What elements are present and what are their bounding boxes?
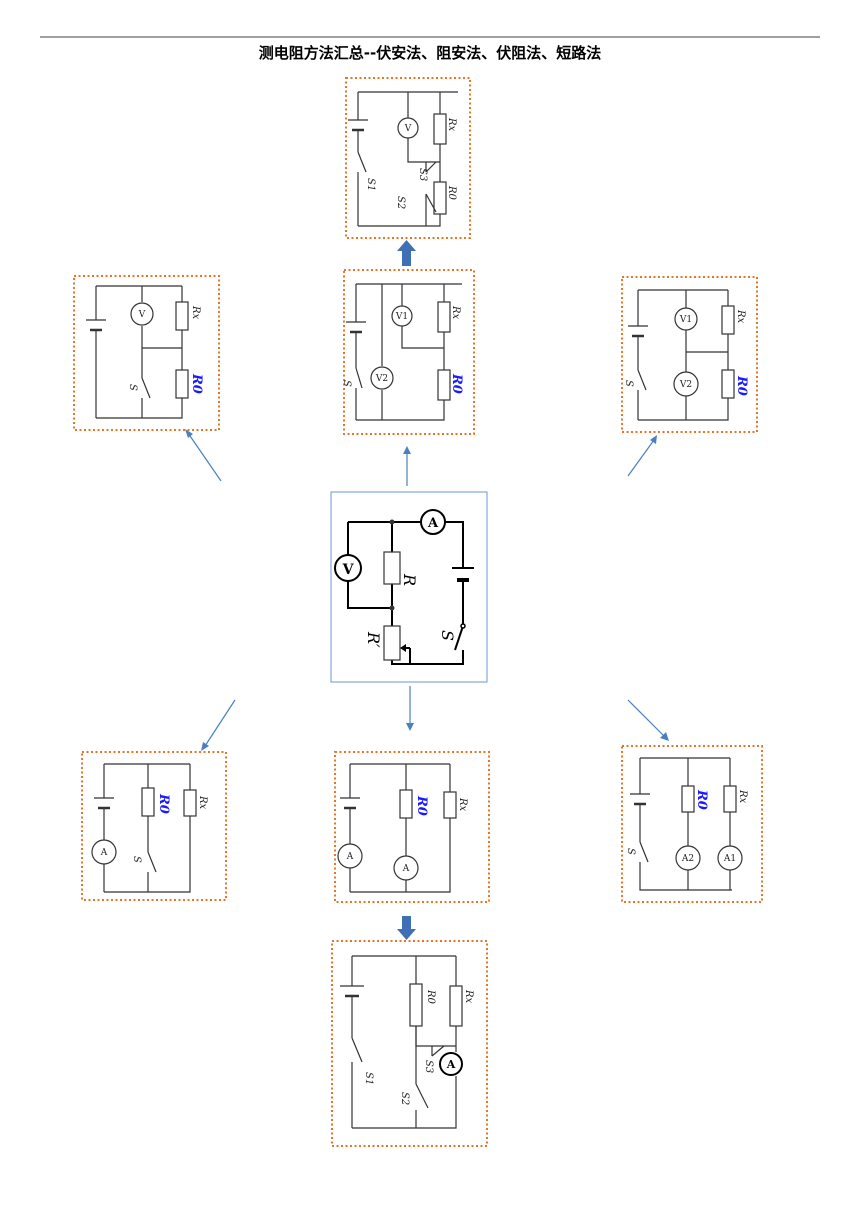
ll-a-label: A — [100, 848, 108, 858]
ur-s-label: S — [623, 380, 634, 387]
ur-v1-label: V1 — [679, 315, 692, 325]
ll-s-label: S — [131, 856, 142, 863]
um-rx-label: Rx — [450, 305, 461, 320]
bottom-s2-label: S2 — [399, 1092, 410, 1105]
ur-rx-label: Rx — [735, 309, 746, 324]
top-r0-label: R0 — [446, 185, 457, 201]
um-r0-label: R0 — [449, 373, 464, 394]
um-v1-label: V1 — [395, 312, 408, 322]
top-rx-label: Rx — [446, 117, 457, 132]
frame-lower-left — [81, 751, 227, 901]
center-r-label: R — [400, 573, 419, 586]
frame-upper-middle — [343, 269, 475, 435]
lr-r0-label: R0 — [694, 789, 709, 810]
connector-arrows — [185, 429, 669, 751]
frame-bottom — [331, 940, 488, 1147]
circuit-lower-middle-two-ammeters: A A R0 Rx — [334, 751, 490, 903]
circuit-lower-left-ammeter-switch: A R0 Rx S — [81, 751, 227, 901]
fat-arrow-down — [397, 916, 416, 940]
center-s-label: S — [438, 630, 457, 641]
circuit-center-voltammetry: A V R R′ S — [330, 491, 488, 683]
ul-v-label: V — [138, 310, 146, 320]
ul-r0-label: R0 — [189, 373, 204, 394]
lm-r0-label: R0 — [414, 795, 429, 816]
center-rprime-label: R′ — [364, 631, 383, 648]
top-s3-label: S3 — [417, 168, 428, 181]
lr-a2-label: A2 — [681, 854, 694, 864]
frame-top — [345, 77, 471, 239]
lm-a-left-label: A — [346, 852, 354, 862]
top-s2-label: S2 — [395, 196, 406, 209]
ll-r0-label: R0 — [156, 793, 171, 814]
center-frame — [330, 491, 488, 683]
lr-a1-label: A1 — [723, 854, 736, 864]
um-v2-label: V2 — [375, 374, 388, 384]
lr-s-label: S — [625, 848, 636, 855]
center-voltmeter-label: V — [342, 562, 355, 578]
circuit-upper-left-voltmeter-switch: V Rx R0 S — [73, 275, 220, 431]
lm-a-right-label: A — [402, 864, 410, 874]
circuit-upper-right-two-voltmeters: V1 V2 Rx R0 S — [621, 276, 758, 433]
frame-upper-right — [621, 276, 758, 433]
frame-lower-middle — [334, 751, 490, 903]
top-s1-label: S1 — [365, 178, 376, 191]
bottom-a-label: A — [446, 1058, 456, 1071]
ul-rx-label: Rx — [190, 305, 201, 320]
bottom-rx-label: Rx — [463, 989, 474, 1004]
circuit-upper-middle-two-voltmeters: V1 V2 Rx R0 S — [341, 269, 475, 435]
circuit-bottom-short-ammeter: A R0 Rx S1 S2 S3 — [331, 940, 488, 1147]
bottom-s3-label: S3 — [423, 1060, 434, 1073]
center-ammeter-label: A — [427, 516, 439, 531]
lr-rx-label: Rx — [737, 789, 748, 804]
top-voltmeter-label: V — [404, 124, 412, 134]
circuit-top-short-voltmeter: V Rx R0 S1 S2 S3 — [345, 77, 471, 239]
page-title: 测电阻方法汇总--伏安法、阻安法、伏阻法、短路法 — [258, 44, 602, 62]
fat-arrow-up — [397, 240, 416, 266]
ur-v2-label: V2 — [679, 380, 692, 390]
frame-lower-right — [621, 745, 763, 903]
bottom-r0-label: R0 — [425, 989, 436, 1005]
bottom-s1-label: S1 — [363, 1072, 374, 1085]
ur-r0-label: R0 — [734, 375, 749, 396]
ul-s-label: S — [127, 384, 138, 391]
um-s-label: S — [341, 380, 352, 387]
lm-rx-label: Rx — [457, 797, 468, 812]
frame-upper-left — [73, 275, 220, 431]
ll-rx-label: Rx — [197, 795, 208, 810]
circuit-lower-right-two-ammeters: A2 A1 R0 Rx S — [621, 745, 763, 903]
